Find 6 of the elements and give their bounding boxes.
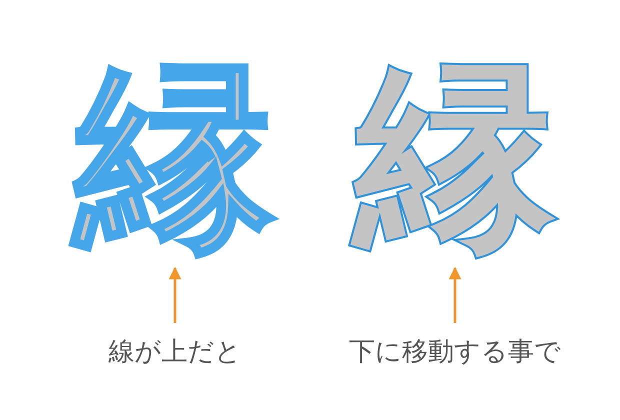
- caption-text: 線が上だと: [95, 335, 255, 369]
- outlined-character: 縁: [350, 55, 560, 260]
- arrow: [448, 266, 462, 323]
- arrow: [168, 266, 182, 323]
- caption-text: 下に移動する事で: [330, 335, 580, 369]
- outlined-character: 縁: [70, 55, 280, 260]
